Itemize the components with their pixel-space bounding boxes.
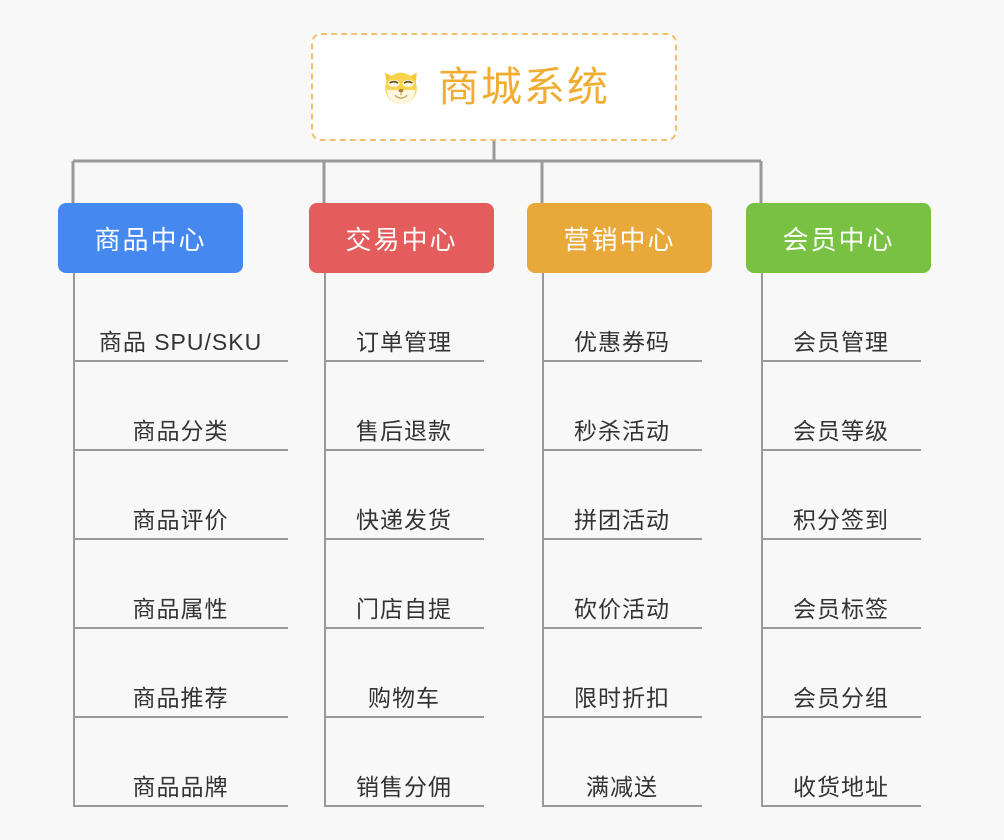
category-label: 营销中心 (563, 224, 676, 255)
category-box-2[interactable]: 交易中心 (309, 203, 494, 273)
leaf-label: 限时折扣 (574, 684, 670, 711)
shiba-dog-face-icon (378, 64, 424, 110)
root-node[interactable]: 商城系统 (311, 33, 677, 141)
leaf-item[interactable]: 销售分佣 (324, 718, 484, 807)
leaf-item[interactable]: 商品评价 (73, 451, 288, 540)
leaf-item[interactable]: 收货地址 (761, 718, 921, 807)
leaf-list: 订单管理售后退款快递发货门店自提购物车销售分佣 (324, 273, 484, 807)
leaf-item[interactable]: 商品推荐 (73, 629, 288, 718)
category-column: 营销中心优惠券码秒杀活动拼团活动砍价活动限时折扣满减送 (527, 203, 712, 807)
leaf-item[interactable]: 售后退款 (324, 362, 484, 451)
leaf-label: 会员标签 (793, 595, 889, 622)
leaf-item[interactable]: 门店自提 (324, 540, 484, 629)
category-box-4[interactable]: 会员中心 (746, 203, 931, 273)
leaf-label: 会员管理 (793, 328, 889, 355)
leaf-item[interactable]: 会员分组 (761, 629, 921, 718)
leaf-list: 优惠券码秒杀活动拼团活动砍价活动限时折扣满减送 (542, 273, 702, 807)
leaf-item[interactable]: 商品品牌 (73, 718, 288, 807)
leaf-label: 优惠券码 (574, 328, 670, 355)
leaf-item[interactable]: 积分签到 (761, 451, 921, 540)
leaf-item[interactable]: 拼团活动 (542, 451, 702, 540)
leaf-item[interactable]: 砍价活动 (542, 540, 702, 629)
root-title: 商城系统 (438, 63, 610, 110)
leaf-item[interactable]: 会员等级 (761, 362, 921, 451)
leaf-label: 销售分佣 (356, 773, 452, 800)
leaf-label: 拼团活动 (574, 506, 670, 533)
leaf-item[interactable]: 商品分类 (73, 362, 288, 451)
leaf-label: 商品推荐 (132, 684, 229, 711)
category-column: 商品中心商品 SPU/SKU 商品分类商品评价商品属性商品推荐商品品牌 (58, 203, 288, 807)
leaf-label: 门店自提 (356, 595, 452, 622)
category-box-3[interactable]: 营销中心 (527, 203, 712, 273)
leaf-item[interactable]: 快递发货 (324, 451, 484, 540)
leaf-item[interactable]: 限时折扣 (542, 629, 702, 718)
leaf-item[interactable]: 商品 SPU/SKU (73, 273, 288, 362)
leaf-label: 购物车 (368, 684, 440, 711)
leaf-label: 商品 SPU/SKU (98, 328, 263, 355)
leaf-item[interactable]: 订单管理 (324, 273, 484, 362)
leaf-list: 商品 SPU/SKU 商品分类商品评价商品属性商品推荐商品品牌 (73, 273, 288, 807)
leaf-label: 满减送 (586, 773, 658, 800)
leaf-label: 商品品牌 (132, 773, 229, 800)
leaf-label: 收货地址 (793, 773, 889, 800)
leaf-item[interactable]: 会员标签 (761, 540, 921, 629)
leaf-label: 积分签到 (793, 506, 889, 533)
category-label: 会员中心 (782, 224, 895, 255)
leaf-label: 商品分类 (132, 417, 229, 444)
leaf-label: 会员分组 (793, 684, 889, 711)
category-box-1[interactable]: 商品中心 (58, 203, 243, 273)
leaf-label: 秒杀活动 (574, 417, 670, 444)
leaf-list: 会员管理会员等级积分签到会员标签会员分组收货地址 (761, 273, 921, 807)
leaf-label: 售后退款 (356, 417, 452, 444)
category-label: 交易中心 (345, 224, 458, 255)
leaf-label: 商品属性 (132, 595, 229, 622)
leaf-item[interactable]: 商品属性 (73, 540, 288, 629)
category-label: 商品中心 (94, 224, 207, 255)
leaf-item[interactable]: 会员管理 (761, 273, 921, 362)
leaf-item[interactable]: 满减送 (542, 718, 702, 807)
leaf-item[interactable]: 购物车 (324, 629, 484, 718)
leaf-label: 会员等级 (793, 417, 889, 444)
category-column: 会员中心会员管理会员等级积分签到会员标签会员分组收货地址 (746, 203, 931, 807)
leaf-item[interactable]: 秒杀活动 (542, 362, 702, 451)
leaf-label: 砍价活动 (574, 595, 670, 622)
leaf-label: 订单管理 (356, 328, 452, 355)
category-column: 交易中心订单管理售后退款快递发货门店自提购物车销售分佣 (309, 203, 494, 807)
leaf-item[interactable]: 优惠券码 (542, 273, 702, 362)
leaf-label: 快递发货 (356, 506, 452, 533)
leaf-label: 商品评价 (132, 506, 229, 533)
